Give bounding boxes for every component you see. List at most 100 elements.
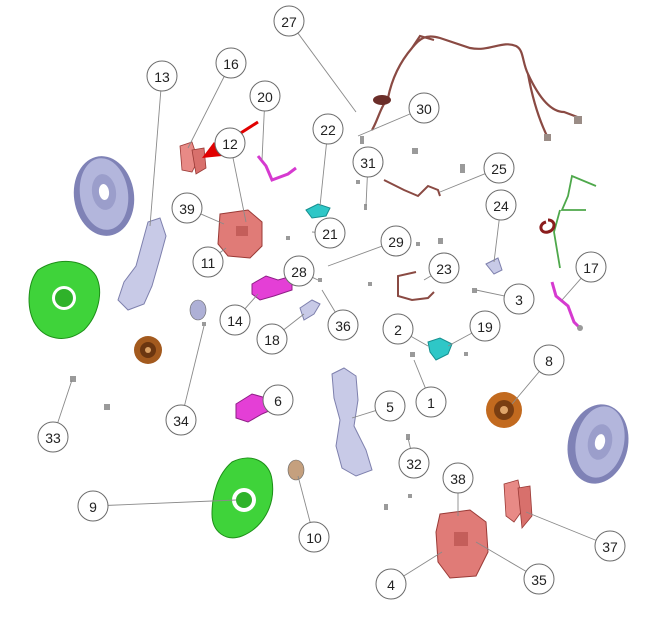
right-brake-pads xyxy=(503,479,533,529)
callout-label: 19 xyxy=(477,319,493,335)
callout-circle xyxy=(283,255,315,287)
callout-circle xyxy=(215,47,247,79)
callout-36: 36 xyxy=(327,309,359,341)
leader-line-37 xyxy=(525,511,597,541)
leader-lines xyxy=(57,32,597,577)
leader-line-17 xyxy=(561,277,582,301)
leader-line-24 xyxy=(493,219,500,263)
callout-circle xyxy=(375,568,407,600)
callout-3: 3 xyxy=(503,283,535,315)
left-dust-shield xyxy=(28,260,100,339)
hose-bracket-22 xyxy=(305,203,331,219)
callout-circle xyxy=(214,127,246,159)
callout-label: 18 xyxy=(264,332,280,348)
callout-circle xyxy=(382,313,414,345)
leader-line-27 xyxy=(297,32,357,113)
brake-line-end-fitting xyxy=(574,116,582,124)
leader-line-32 xyxy=(407,437,411,449)
left-brake-caliper xyxy=(217,209,263,259)
callout-33: 33 xyxy=(37,421,69,453)
callout-29: 29 xyxy=(380,225,412,257)
front-hard-line xyxy=(553,174,597,269)
callout-circle xyxy=(594,530,626,562)
callout-23: 23 xyxy=(428,252,460,284)
callout-circle xyxy=(314,217,346,249)
callout-label: 38 xyxy=(450,471,466,487)
callout-12: 12 xyxy=(214,127,246,159)
brake-line-25 xyxy=(383,179,441,198)
callout-label: 33 xyxy=(45,430,61,446)
callout-14: 14 xyxy=(219,304,251,336)
callout-label: 5 xyxy=(386,399,394,415)
dust-shield xyxy=(211,457,274,539)
callout-9: 9 xyxy=(77,490,109,522)
callout-circle xyxy=(408,92,440,124)
callout-label: 8 xyxy=(545,353,553,369)
callout-31: 31 xyxy=(352,146,384,178)
callout-label: 27 xyxy=(281,14,297,30)
leader-line-3 xyxy=(475,289,505,297)
callout-circle xyxy=(273,5,305,37)
right-brake-disc xyxy=(567,404,629,484)
callout-30: 30 xyxy=(408,92,440,124)
callout-label: 24 xyxy=(493,198,509,214)
parts-layer xyxy=(28,34,629,579)
leader-line-5 xyxy=(351,410,376,419)
leader-line-22 xyxy=(319,143,327,207)
callout-39: 39 xyxy=(171,192,203,224)
callout-circle xyxy=(503,283,535,315)
callouts-layer: 1234568910111213141617181920212223242527… xyxy=(37,5,626,600)
callout-circle xyxy=(415,386,447,418)
callout-label: 12 xyxy=(222,136,238,152)
callout-label: 9 xyxy=(89,499,97,515)
left-brake-disc xyxy=(73,156,135,236)
callout-label: 13 xyxy=(154,69,170,85)
callout-label: 3 xyxy=(515,292,523,308)
callout-circle xyxy=(262,384,294,416)
callout-circle xyxy=(523,563,555,595)
leader-line-34 xyxy=(184,325,205,406)
coiled-hose xyxy=(539,218,556,234)
callout-label: 21 xyxy=(322,226,338,242)
callout-circle xyxy=(165,404,197,436)
fasteners xyxy=(70,136,477,510)
leader-line-30 xyxy=(357,113,411,137)
brake-line-clip xyxy=(373,95,391,105)
leader-line-9 xyxy=(107,499,237,506)
callout-34: 34 xyxy=(165,404,197,436)
leader-line-25 xyxy=(439,173,486,193)
left-hub-bearing xyxy=(134,336,162,364)
callout-circle xyxy=(428,252,460,284)
leader-line-20 xyxy=(261,110,265,161)
callout-16: 16 xyxy=(215,47,247,79)
left-brake-pads xyxy=(179,141,207,175)
callout-label: 1 xyxy=(427,395,435,411)
callout-label: 16 xyxy=(223,56,239,72)
callout-circle xyxy=(77,490,109,522)
callout-circle xyxy=(312,113,344,145)
callout-circle xyxy=(192,246,224,278)
callout-circle xyxy=(442,462,474,494)
callout-circle xyxy=(398,447,430,479)
leader-line-18 xyxy=(283,313,305,331)
right-brake-caliper xyxy=(435,509,489,579)
callout-circle xyxy=(485,189,517,221)
callout-label: 30 xyxy=(416,101,432,117)
leader-line-4 xyxy=(403,551,443,577)
leader-line-29 xyxy=(327,245,383,267)
callout-17: 17 xyxy=(575,251,607,283)
hose-fitting xyxy=(577,325,583,331)
brake-line-end-fitting-2 xyxy=(544,134,551,141)
callout-label: 22 xyxy=(320,122,336,138)
leader-line-19 xyxy=(447,332,473,347)
callout-24: 24 xyxy=(485,189,517,221)
callout-circle xyxy=(298,521,330,553)
callout-circle xyxy=(533,344,565,376)
callout-4: 4 xyxy=(375,568,407,600)
dust-cap-right xyxy=(287,459,305,481)
callout-label: 11 xyxy=(201,255,216,271)
callout-label: 23 xyxy=(436,261,452,277)
callout-label: 4 xyxy=(387,577,395,593)
callout-label: 31 xyxy=(360,155,376,171)
leader-line-12 xyxy=(232,157,247,223)
